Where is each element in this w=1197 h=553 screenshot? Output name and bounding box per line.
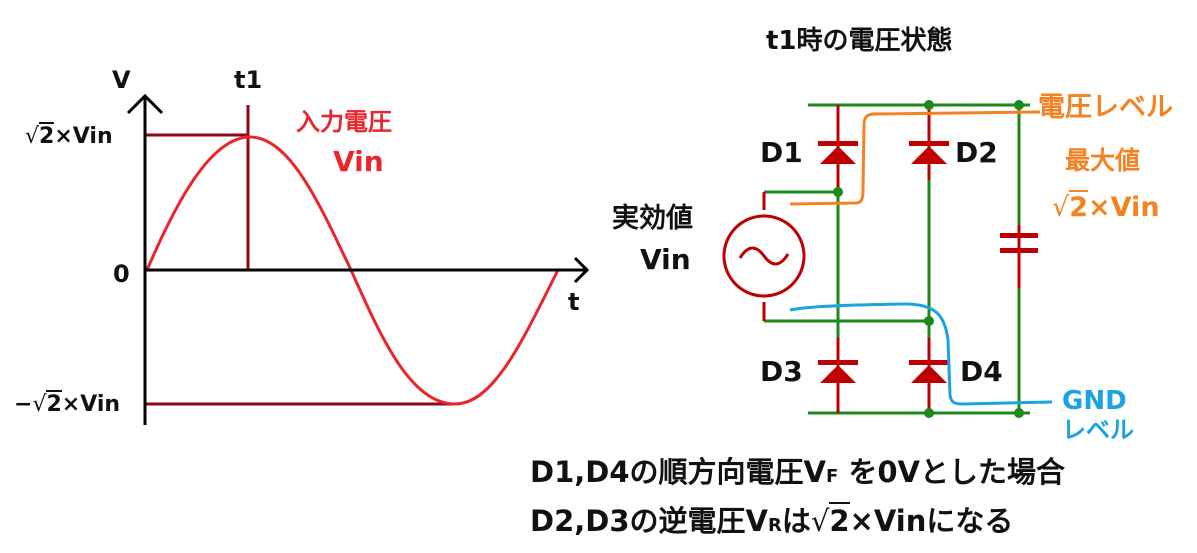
max-label: 最大値	[1065, 146, 1141, 175]
max-value-label: √2×Vin	[1052, 190, 1160, 223]
source-label-line1: 実効値	[612, 203, 693, 234]
diode-d1-label: D1	[760, 136, 803, 169]
diode-d3-symbol	[818, 360, 858, 383]
y-axis-arrow-icon	[126, 93, 164, 115]
note-line-2: D2,D3の逆電圧VRは√2×Vinになる	[530, 502, 1014, 538]
bridge-rectifier-circuit	[722, 100, 1053, 418]
diode-d4-label: D4	[960, 355, 1003, 388]
gnd-label-line2: レベル	[1062, 416, 1134, 444]
junction-dots	[833, 100, 1024, 418]
curve-title-line1: 入力電圧	[296, 108, 392, 136]
axis-v-label: V	[112, 66, 131, 94]
note-line-1: D1,D4の順方向電圧VF を0Vとした場合	[530, 455, 1065, 489]
t1-label: t1	[234, 66, 263, 94]
diode-d3-label: D3	[760, 355, 803, 388]
axis-t-label: t	[568, 288, 580, 316]
gnd-label-line1: GND	[1062, 386, 1127, 416]
y-zero-label: 0	[113, 260, 130, 288]
voltage-level-label: 電圧レベル	[1038, 92, 1173, 123]
y-negative-peak-label: −√2×Vin	[14, 390, 121, 417]
diode-d2-symbol	[909, 141, 949, 164]
curve-title-line2: Vin	[333, 145, 384, 178]
gnd-level-line	[789, 302, 1053, 406]
voltage-level-line	[789, 110, 1041, 206]
waveform-plot	[126, 93, 590, 425]
source-label-line2: Vin	[640, 243, 691, 276]
diode-d4-symbol	[909, 360, 949, 383]
ac-source-icon	[722, 214, 806, 298]
y-positive-peak-label: √2×Vin	[25, 122, 113, 149]
circuit-title: t1時の電圧状態	[766, 26, 953, 56]
diode-d1-symbol	[818, 141, 858, 164]
diode-d2-label: D2	[955, 136, 998, 169]
x-axis-arrow-icon	[573, 256, 590, 284]
capacitor-symbol	[1000, 233, 1038, 253]
